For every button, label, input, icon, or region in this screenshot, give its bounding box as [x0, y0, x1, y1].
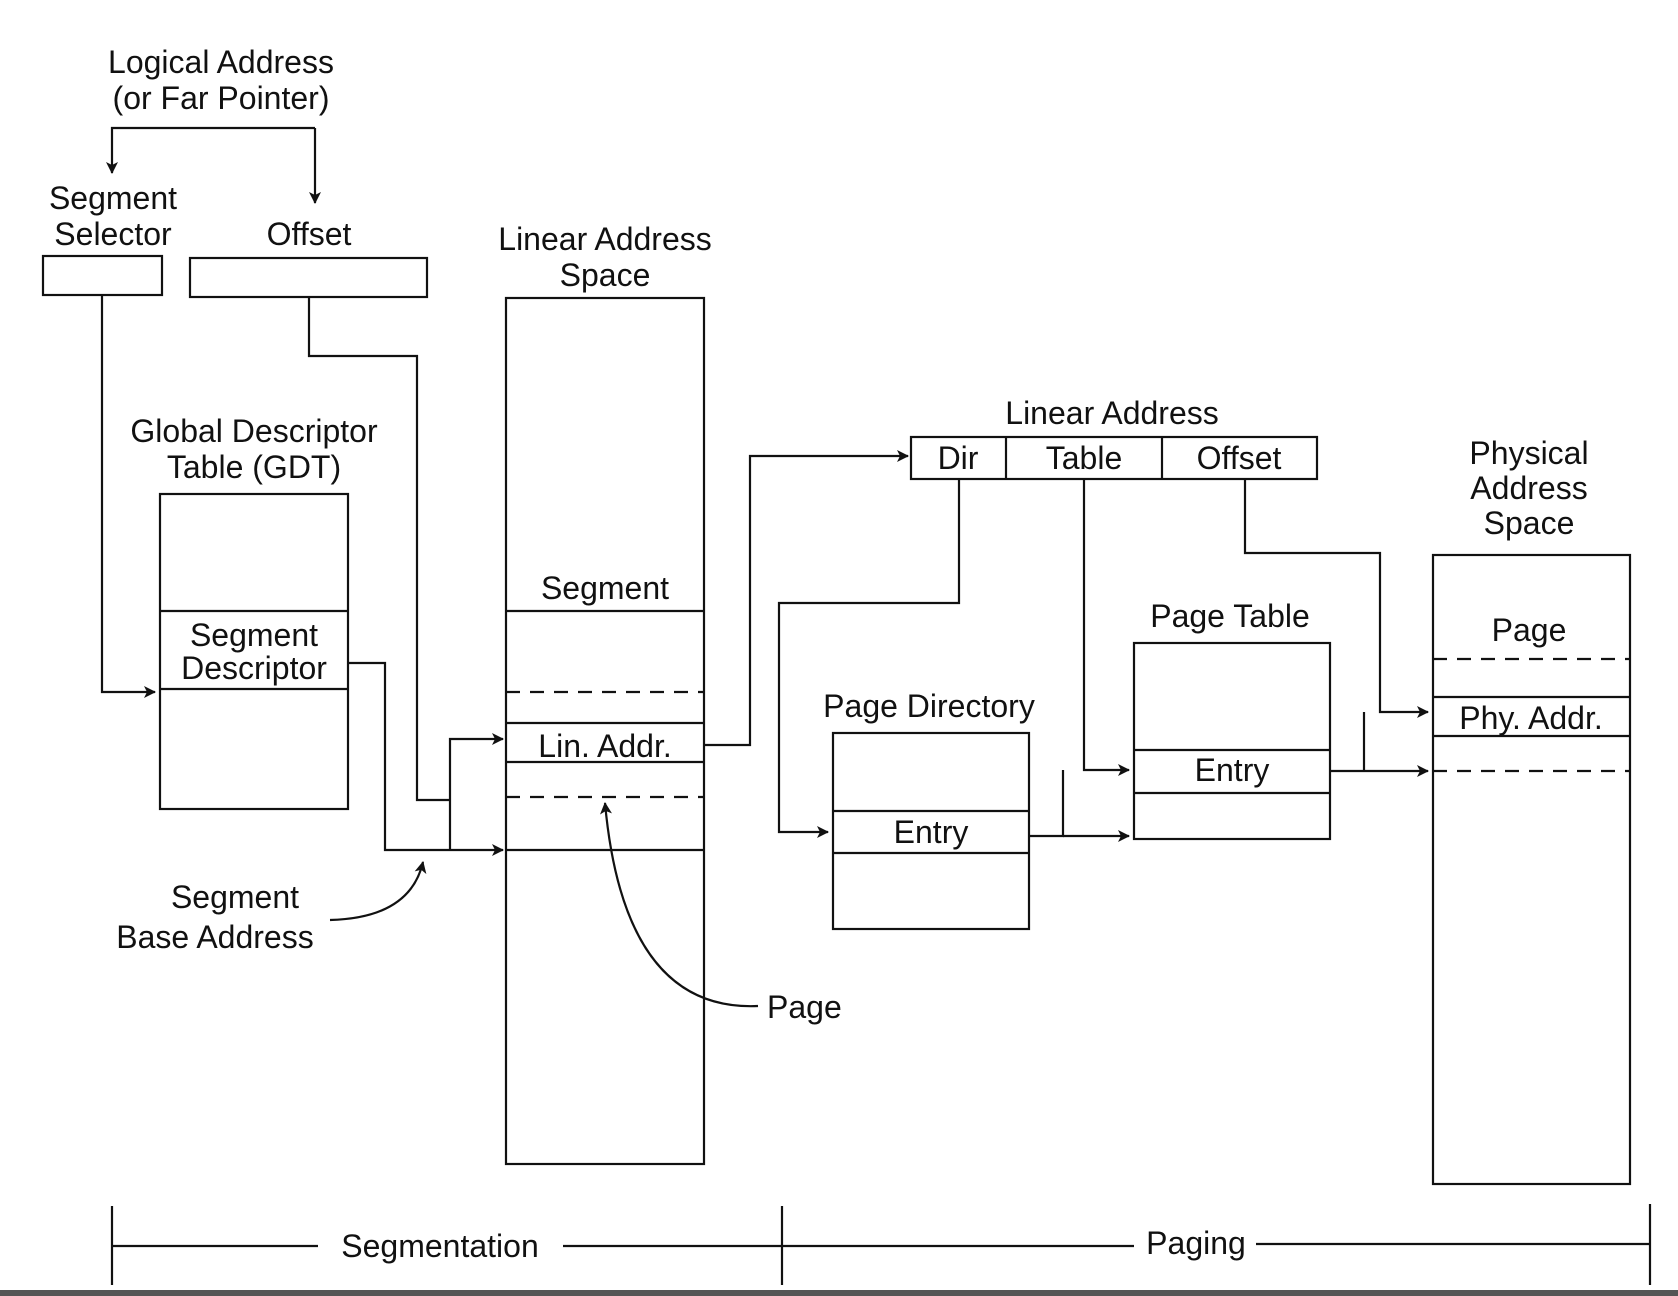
table-to-page-table-arrow — [1082, 479, 1130, 776]
offset-to-phy-addr-arrow — [1243, 479, 1429, 718]
offset-box — [188, 256, 429, 299]
linear-space-segment-label: Segment — [541, 570, 669, 606]
page-table-to-physical-arrows — [1330, 712, 1429, 777]
table-field: Table — [1046, 440, 1123, 476]
page-directory-title: Page Directory — [823, 688, 1035, 724]
logical-address-split-arrows — [106, 126, 321, 204]
segment-selector-label: Segment — [49, 180, 177, 216]
linear-address-space-column — [504, 296, 706, 1166]
segment-selector-box — [41, 254, 164, 297]
linear-address-space-title-line2: Space — [560, 257, 651, 293]
paging-label: Paging — [1146, 1225, 1246, 1261]
selector-to-gdt-arrow — [100, 295, 156, 698]
phy-addr-label: Phy. Addr. — [1459, 700, 1603, 736]
logical-address-subtitle: (or Far Pointer) — [113, 80, 330, 116]
page-directory-to-page-table-arrow — [1029, 770, 1130, 842]
segment-base-address-label-line2: Base Address — [116, 919, 313, 955]
linear-address-fields — [909, 435, 1319, 481]
phase-bar — [110, 1204, 1652, 1285]
gdt-table — [158, 492, 350, 811]
page-directory-table — [831, 731, 1031, 931]
page-directory-entry: Entry — [894, 814, 969, 850]
segmentation-label: Segmentation — [341, 1228, 538, 1264]
segment-base-address-pointer — [329, 861, 427, 922]
gdt-title-line2: Table (GDT) — [167, 449, 341, 485]
lin-addr-to-linear-address-arrow — [704, 450, 909, 747]
bottom-frame-edge — [0, 1290, 1678, 1296]
segment-descriptor-label: Segment — [190, 617, 318, 653]
segment-selector-label-line2: Selector — [54, 216, 172, 252]
segment-descriptor-label-line2: Descriptor — [181, 650, 327, 686]
linear-address-title: Linear Address — [1005, 395, 1218, 431]
offset-field: Offset — [1197, 440, 1282, 476]
lin-addr-label: Lin. Addr. — [538, 728, 671, 764]
page-table-title: Page Table — [1150, 598, 1310, 634]
dir-field: Dir — [938, 440, 979, 476]
descriptor-to-segment-base-arrow — [348, 661, 504, 856]
gdt-title: Global Descriptor — [130, 413, 378, 449]
linear-space-page-label: Page — [767, 989, 842, 1025]
physical-address-space-title-line3: Space — [1484, 505, 1575, 541]
physical-address-space-column — [1431, 553, 1632, 1186]
segment-base-address-label: Segment — [171, 879, 299, 915]
physical-address-space-title: Physical — [1469, 435, 1588, 471]
linear-address-space-title: Linear Address — [498, 221, 711, 257]
physical-address-space-title-line2: Address — [1470, 470, 1587, 506]
dir-to-page-directory-arrow — [777, 479, 961, 838]
page-table-entry: Entry — [1195, 752, 1270, 788]
offset-label: Offset — [267, 216, 352, 252]
page-table-table — [1132, 641, 1332, 841]
offset-to-lin-addr-arrow — [307, 297, 504, 850]
logical-address-title: Logical Address — [108, 44, 334, 80]
page-callout-pointer — [600, 802, 759, 1008]
physical-page-label: Page — [1492, 612, 1567, 648]
